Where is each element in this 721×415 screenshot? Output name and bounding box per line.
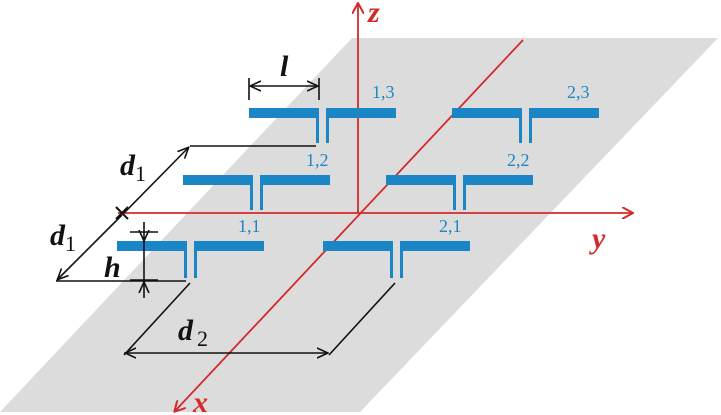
dipole-2-3 [452, 108, 599, 143]
dimension-label-d2-sub: 2 [197, 326, 208, 351]
dipole-1-1 [117, 241, 264, 278]
element-label-1-1: 1,1 [238, 216, 261, 236]
axis-label-y: y [589, 222, 606, 255]
dipole-1-2 [183, 175, 330, 210]
dimension-l [248, 78, 320, 100]
element-label-1-2: 1,2 [306, 150, 329, 170]
dimension-label-d1-upper-main: d [120, 149, 136, 182]
dipole-1-3 [249, 108, 396, 143]
dimension-label-d1-upper: d1 [120, 149, 146, 186]
element-label-2-3: 2,3 [567, 82, 590, 102]
dipole-2-2 [386, 175, 533, 210]
dimension-label-d2-main: d [178, 314, 194, 347]
dimension-d2 [123, 282, 396, 355]
element-label-2-1: 2,1 [439, 216, 462, 236]
dimension-label-h: h [104, 251, 121, 284]
axis-label-x: x [192, 386, 208, 415]
dimension-label-d1-lower-sub: 1 [65, 231, 76, 256]
ground-plane [0, 38, 718, 412]
element-label-1-3: 1,3 [372, 82, 395, 102]
axis-label-z: z [367, 0, 380, 29]
dimension-d1-lower [56, 206, 186, 282]
dimension-label-d1-lower-main: d [50, 219, 66, 252]
dimension-label-l: l [280, 50, 289, 83]
dimension-label-d1-upper-sub: 1 [135, 161, 146, 186]
dimension-label-d1-lower: d1 [50, 219, 76, 256]
dipole-2-1 [323, 241, 470, 278]
dimension-d1-upper [123, 145, 316, 214]
dimension-h [130, 222, 158, 298]
element-label-2-2: 2,2 [507, 150, 530, 170]
